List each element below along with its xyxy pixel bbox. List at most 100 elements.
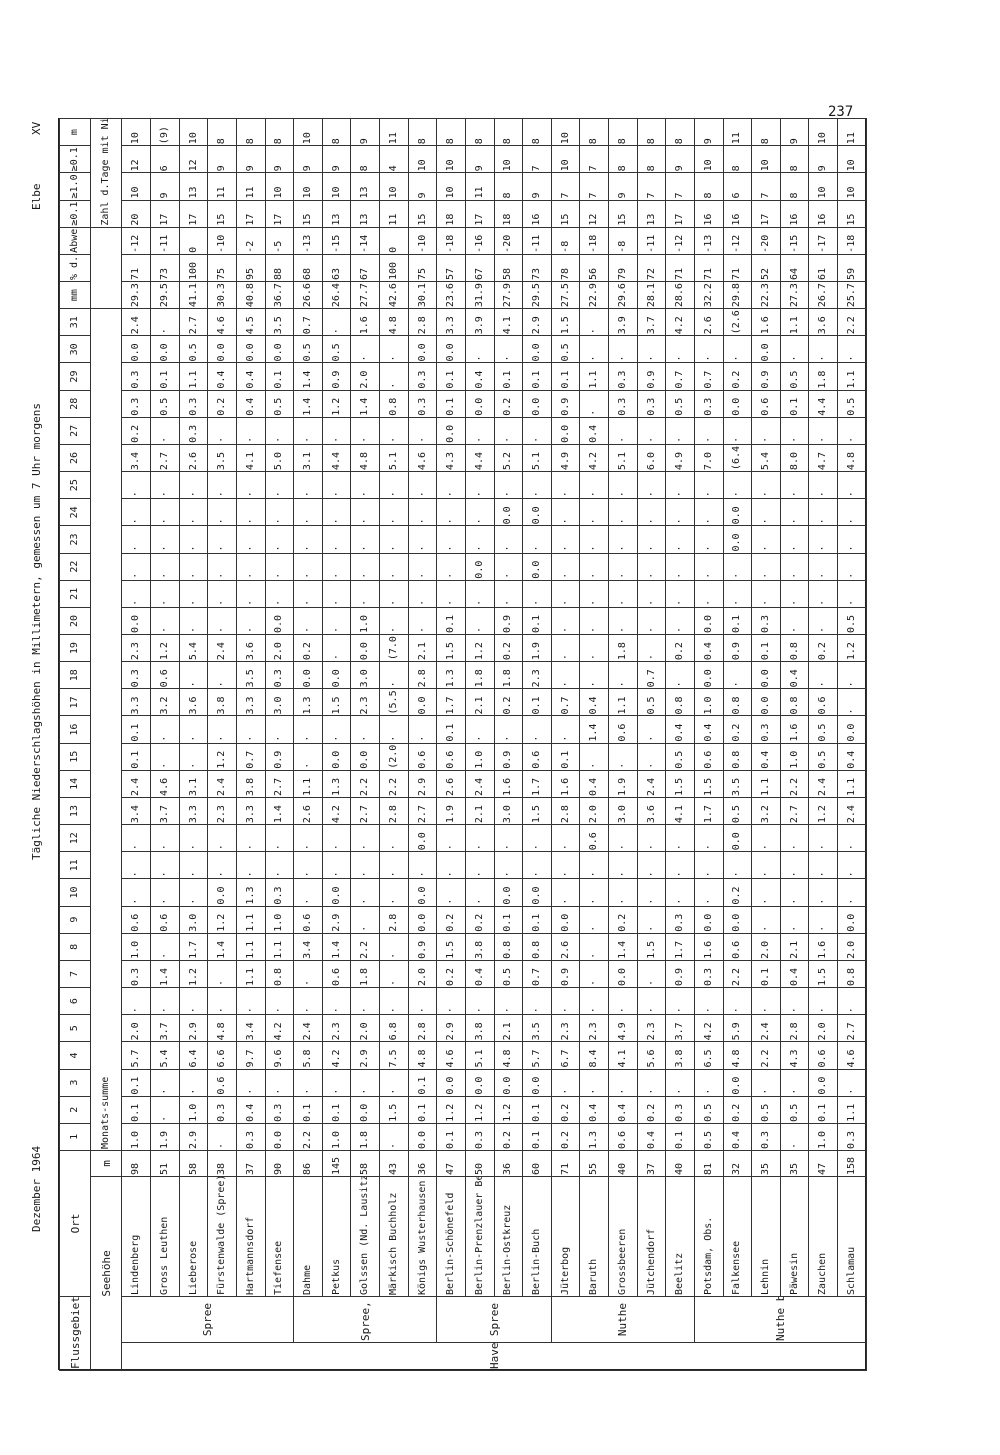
count-value: 7 <box>751 172 781 201</box>
precip-value: · <box>579 661 609 689</box>
count-value: 18 <box>494 200 523 228</box>
precip-value: 0.6 <box>322 960 351 988</box>
precip-value: 0.3 <box>608 390 638 418</box>
precip-value: 1.2 <box>465 634 495 662</box>
precip-value: · <box>637 987 666 1015</box>
precip-value: · <box>608 417 638 445</box>
precip-value: 2.9 <box>436 1014 466 1042</box>
precip-value: 0.1 <box>121 1069 151 1097</box>
precip-value: · <box>723 661 752 689</box>
precip-value: 0.3 <box>236 1123 266 1151</box>
day-number: 11 <box>59 851 91 879</box>
precip-value: 0.3 <box>265 1096 294 1124</box>
precip-value: 1.4 <box>608 933 638 961</box>
precip-value: 0.0 <box>408 878 437 907</box>
summary-value: 27.3 <box>780 281 809 309</box>
precip-value: (7.0) <box>379 634 409 662</box>
precip-value: 1.4 <box>293 362 323 391</box>
precip-value: · <box>236 417 266 445</box>
precip-value: 1.5 <box>522 797 552 825</box>
precip-value: · <box>751 824 781 852</box>
precip-value: 0.6 <box>808 688 838 716</box>
count-value: 10 <box>551 118 580 146</box>
precip-value: · <box>293 607 323 635</box>
precip-value: 1.7 <box>694 797 724 825</box>
precip-value: · <box>121 553 151 581</box>
precip-value: 1.5 <box>379 1096 409 1124</box>
precip-value: 0.0 <box>494 498 523 526</box>
precip-value: 1.6 <box>350 308 380 336</box>
precip-value: · <box>207 553 237 581</box>
precip-value: 0.5 <box>150 390 180 418</box>
precip-value: · <box>551 580 580 608</box>
precip-value: 0.9 <box>551 390 580 418</box>
precip-value: 0.8 <box>379 390 409 418</box>
precip-value: 0.0 <box>751 661 781 689</box>
precip-value: · <box>608 851 638 879</box>
precip-value: 1.1 <box>780 308 809 336</box>
station-elevation: 35 <box>780 1150 809 1177</box>
river-group-label: Spree, Dahme <box>293 1296 437 1343</box>
precip-value: 0.0 <box>522 335 552 363</box>
count-value: 10 <box>436 172 466 201</box>
precip-value: · <box>579 634 609 662</box>
precip-value: 0.0 <box>551 417 580 445</box>
precip-value: · <box>751 987 781 1015</box>
precip-value: 3.5 <box>522 1014 552 1042</box>
precip-value: · <box>551 525 580 554</box>
precip-value: · <box>551 1069 580 1097</box>
precip-value: · <box>207 1123 237 1151</box>
precip-value: 0.6 <box>723 933 752 961</box>
ort-label: Ort <box>59 1150 91 1297</box>
precip-value: 0.0 <box>522 878 552 907</box>
precip-value: · <box>723 553 752 581</box>
day-number: 19 <box>59 634 91 662</box>
precip-value: 3.5 <box>236 661 266 689</box>
day-number: 28 <box>59 390 91 418</box>
summary-value: -18 <box>579 227 609 255</box>
precip-value: 0.5 <box>637 688 666 716</box>
precip-value: 2.7 <box>350 797 380 825</box>
precip-value: · <box>494 335 523 363</box>
day-number: 1 <box>59 1123 91 1151</box>
precip-value: · <box>236 471 266 499</box>
zahl-tage-label: Zahl d.Tage mit Nieder-schlag <box>90 118 122 228</box>
count-value: 8 <box>723 145 752 173</box>
count-value: 9 <box>808 145 838 173</box>
precip-value: · <box>236 498 266 526</box>
precip-value: 4.2 <box>265 1014 294 1042</box>
precip-value: · <box>551 498 580 526</box>
count-value: 6 <box>150 145 180 173</box>
summary-value: 79 <box>608 254 638 282</box>
precip-value: 1.1 <box>837 770 867 798</box>
count-value: 9 <box>780 118 809 146</box>
precip-value: 2.1 <box>494 1014 523 1042</box>
summary-value: -20 <box>751 227 781 255</box>
precip-value: 0.2 <box>637 1096 666 1124</box>
precip-value: 3.3 <box>236 688 266 716</box>
summary-value: 88 <box>265 254 294 282</box>
count-value: 13 <box>637 200 666 228</box>
precip-value: 0.4 <box>723 1123 752 1151</box>
day-number: 10 <box>59 878 91 907</box>
precip-value: 0.1 <box>436 607 466 635</box>
precip-value: 3.8 <box>465 933 495 961</box>
precip-value: 1.4 <box>150 960 180 988</box>
precip-value: · <box>808 471 838 499</box>
precip-value: 0.8 <box>665 688 695 716</box>
count-value: 10 <box>494 145 523 173</box>
summary-value: 95 <box>236 254 266 282</box>
station-name: Beelitz <box>665 1176 695 1297</box>
count-value: 11 <box>837 118 867 146</box>
precip-value: · <box>780 553 809 581</box>
precip-value: · <box>694 1069 724 1097</box>
precip-value: · <box>179 715 208 744</box>
precip-value: 6.4 <box>179 1041 208 1070</box>
precip-value: 3.8 <box>465 1014 495 1042</box>
precip-value: 2.0 <box>808 1014 838 1042</box>
precip-value: 0.4 <box>579 770 609 798</box>
precip-value: 1.1 <box>236 933 266 961</box>
precip-value: · <box>665 417 695 445</box>
precip-value: · <box>379 987 409 1015</box>
precip-value: · <box>637 960 666 988</box>
